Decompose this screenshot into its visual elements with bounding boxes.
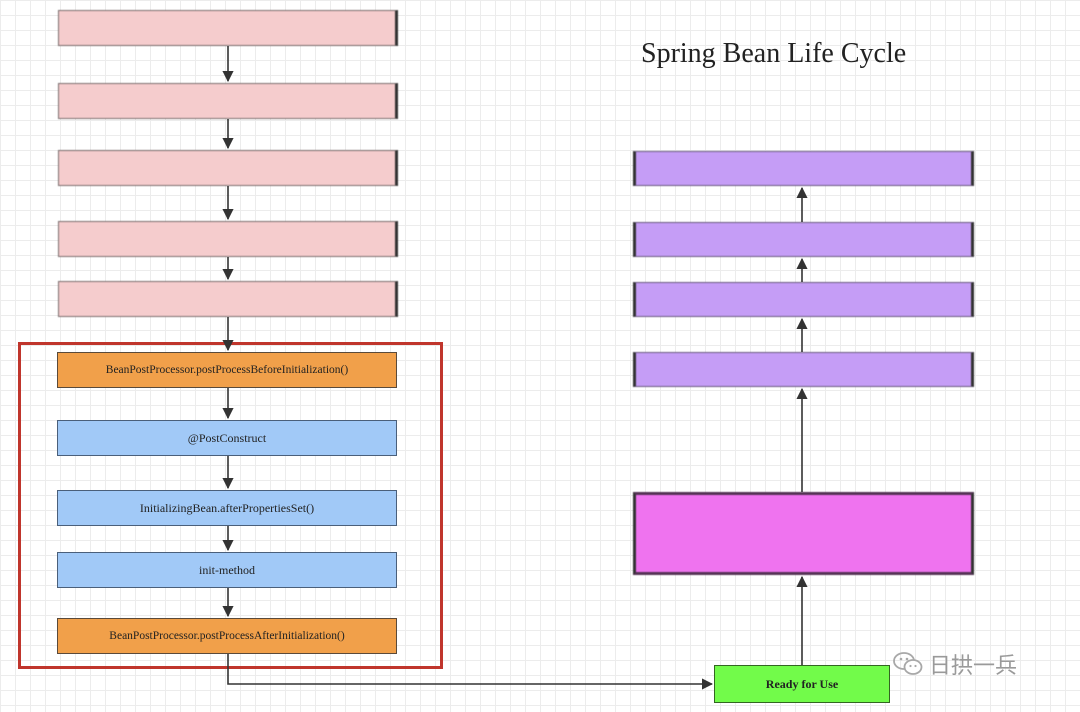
after-properties-set-step: InitializingBean.afterPropertiesSet() (57, 490, 397, 526)
init-method-step: init-method (57, 552, 397, 588)
right-step-2 (633, 222, 974, 257)
right-step-4 (633, 352, 974, 387)
right-step-1 (633, 151, 974, 186)
diagram-title: Spring Bean Life Cycle (641, 38, 907, 69)
arrow-ready-up (802, 665, 890, 684)
blurred-step-1 (58, 10, 398, 46)
watermark: 日拱一兵 (893, 648, 1017, 680)
arrow-to-ready (227, 654, 714, 690)
watermark-text: 日拱一兵 (929, 654, 1018, 679)
blurred-step-2 (58, 83, 398, 119)
blurred-step-3 (58, 150, 398, 186)
right-step-3 (633, 282, 974, 317)
before-initialization-step: BeanPostProcessor.postProcessBeforeIniti… (57, 352, 397, 388)
blurred-step-5 (58, 281, 398, 317)
container-box (633, 492, 974, 575)
after-initialization-step: BeanPostProcessor.postProcessAfterInitia… (57, 618, 397, 654)
post-construct-step: @PostConstruct (57, 420, 397, 456)
blurred-step-4 (58, 221, 398, 257)
wechat-icon (893, 652, 923, 675)
ready-for-use-box: Ready for Use (714, 665, 890, 703)
